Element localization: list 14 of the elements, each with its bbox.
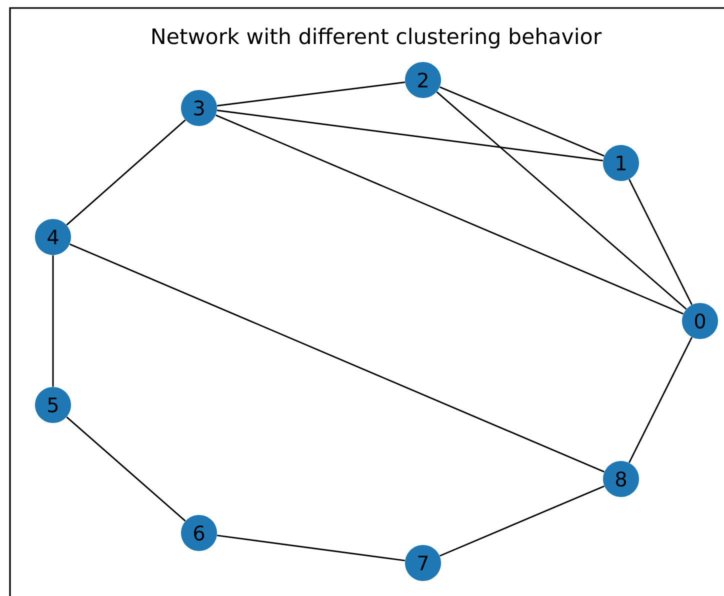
- edge-line: [217, 534, 405, 562]
- edge-line: [217, 82, 405, 106]
- edge-line: [66, 416, 186, 522]
- edge-line: [217, 110, 603, 162]
- edge-line: [66, 120, 186, 226]
- edge-line: [436, 91, 687, 310]
- edge-line: [70, 243, 604, 473]
- edge-line: [52, 255, 54, 387]
- edge-line: [440, 86, 604, 157]
- edge-line: [216, 114, 684, 315]
- edge-line: [440, 485, 604, 557]
- chart-title: Network with different clustering behavior: [152, 28, 602, 48]
- edge-line: [628, 179, 692, 305]
- edge-line: [628, 337, 692, 463]
